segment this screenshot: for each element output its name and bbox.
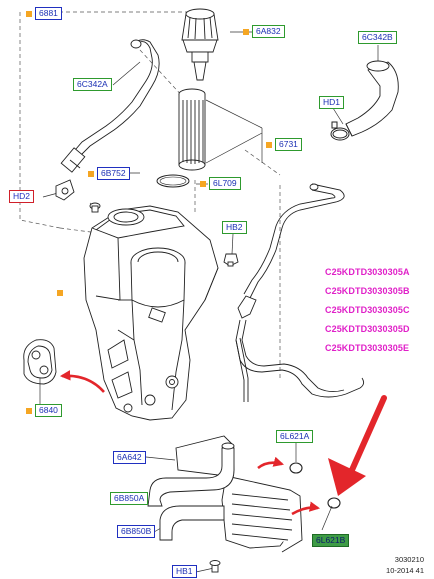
- filler-cap-6a832: [181, 8, 219, 81]
- callout-label[interactable]: 6840: [35, 404, 62, 417]
- callout-marker-housing: [57, 286, 63, 299]
- clamp-hd1: [330, 121, 350, 141]
- callout-hb1: HB1: [172, 565, 197, 578]
- figure-reference: 3030210: [394, 555, 424, 564]
- oil-filter-6731: [178, 88, 206, 171]
- callout-label[interactable]: 6B752: [97, 167, 130, 180]
- callout-label[interactable]: HD2: [9, 190, 35, 203]
- callout-6l621a: 6L621A: [276, 430, 314, 443]
- callout-6l621b: 6L621B: [312, 534, 350, 547]
- gasket-6840: [23, 339, 57, 385]
- callout-6840: 6840: [26, 404, 62, 417]
- callout-6a832: 6A832: [243, 25, 285, 38]
- callout-6731: 6731: [266, 138, 302, 151]
- screw-6b752: [89, 202, 101, 213]
- oil-cooler-assembly: [147, 435, 303, 573]
- callout-label[interactable]: HB2: [222, 221, 247, 234]
- callout-6c342a: 6C342A: [73, 78, 112, 91]
- assembly-arrow-gasket: [59, 370, 105, 393]
- callout-hd2: HD2: [9, 190, 35, 203]
- bolt-hb2: [223, 253, 239, 267]
- callout-label[interactable]: 6L709: [209, 177, 241, 190]
- oil-filter-housing: [83, 205, 219, 421]
- marker-icon: [88, 170, 94, 177]
- assembly-arrow-o-ring-b: [291, 501, 321, 516]
- variant-code: C25KDTD3030305C: [325, 305, 410, 315]
- callout-6l709: 6L709: [200, 177, 241, 190]
- callout-label[interactable]: 6A642: [113, 451, 146, 464]
- callout-hb2: HB2: [222, 221, 247, 234]
- variant-code: C25KDTD3030305B: [325, 286, 410, 296]
- o-ring-6l709: [156, 174, 190, 188]
- hose-6c342b: [345, 60, 399, 137]
- callout-label[interactable]: 6L621B: [312, 534, 350, 547]
- marker-icon: [57, 289, 63, 296]
- o-ring-6l621b: [327, 497, 341, 509]
- figure-date: 10-2014 41: [386, 566, 424, 575]
- callout-label[interactable]: 6C342A: [73, 78, 112, 91]
- marker-icon: [26, 10, 32, 17]
- callout-label[interactable]: 6731: [275, 138, 302, 151]
- callout-label[interactable]: HD1: [319, 96, 345, 109]
- callout-6881: 6881: [26, 7, 62, 20]
- variant-code: C25KDTD3030305D: [325, 324, 410, 334]
- variant-code: C25KDTD3030305A: [325, 267, 410, 277]
- highlight-arrow-icon: [328, 395, 387, 496]
- callout-label[interactable]: 6B850A: [110, 492, 149, 505]
- callout-label[interactable]: 6881: [35, 7, 62, 20]
- o-ring-6l621a: [289, 462, 303, 474]
- variant-code: C25KDTD3030305E: [325, 343, 410, 353]
- callout-hd1: HD1: [319, 96, 345, 109]
- callout-label[interactable]: 6A832: [252, 25, 285, 38]
- callout-label[interactable]: 6L621A: [276, 430, 314, 443]
- callout-6c342b: 6C342B: [358, 31, 397, 44]
- callout-label[interactable]: 6C342B: [358, 31, 397, 44]
- clip-hd2: [55, 179, 75, 201]
- marker-icon: [243, 28, 249, 35]
- variant-code-list: C25KDTD3030305A C25KDTD3030305B C25KDTD3…: [325, 267, 410, 354]
- breather-hose-6c342a: [60, 39, 160, 173]
- callout-6b850a: 6B850A: [110, 492, 149, 505]
- callout-6b850b: 6B850B: [117, 525, 156, 538]
- callout-label[interactable]: HB1: [172, 565, 197, 578]
- callout-6b752: 6B752: [88, 167, 130, 180]
- callout-6a642: 6A642: [113, 451, 146, 464]
- marker-icon: [266, 141, 272, 148]
- marker-icon: [200, 180, 206, 187]
- callout-label[interactable]: 6B850B: [117, 525, 156, 538]
- assembly-arrow-o-ring-a: [257, 456, 285, 470]
- marker-icon: [26, 407, 32, 414]
- oil-pipes: [235, 183, 365, 402]
